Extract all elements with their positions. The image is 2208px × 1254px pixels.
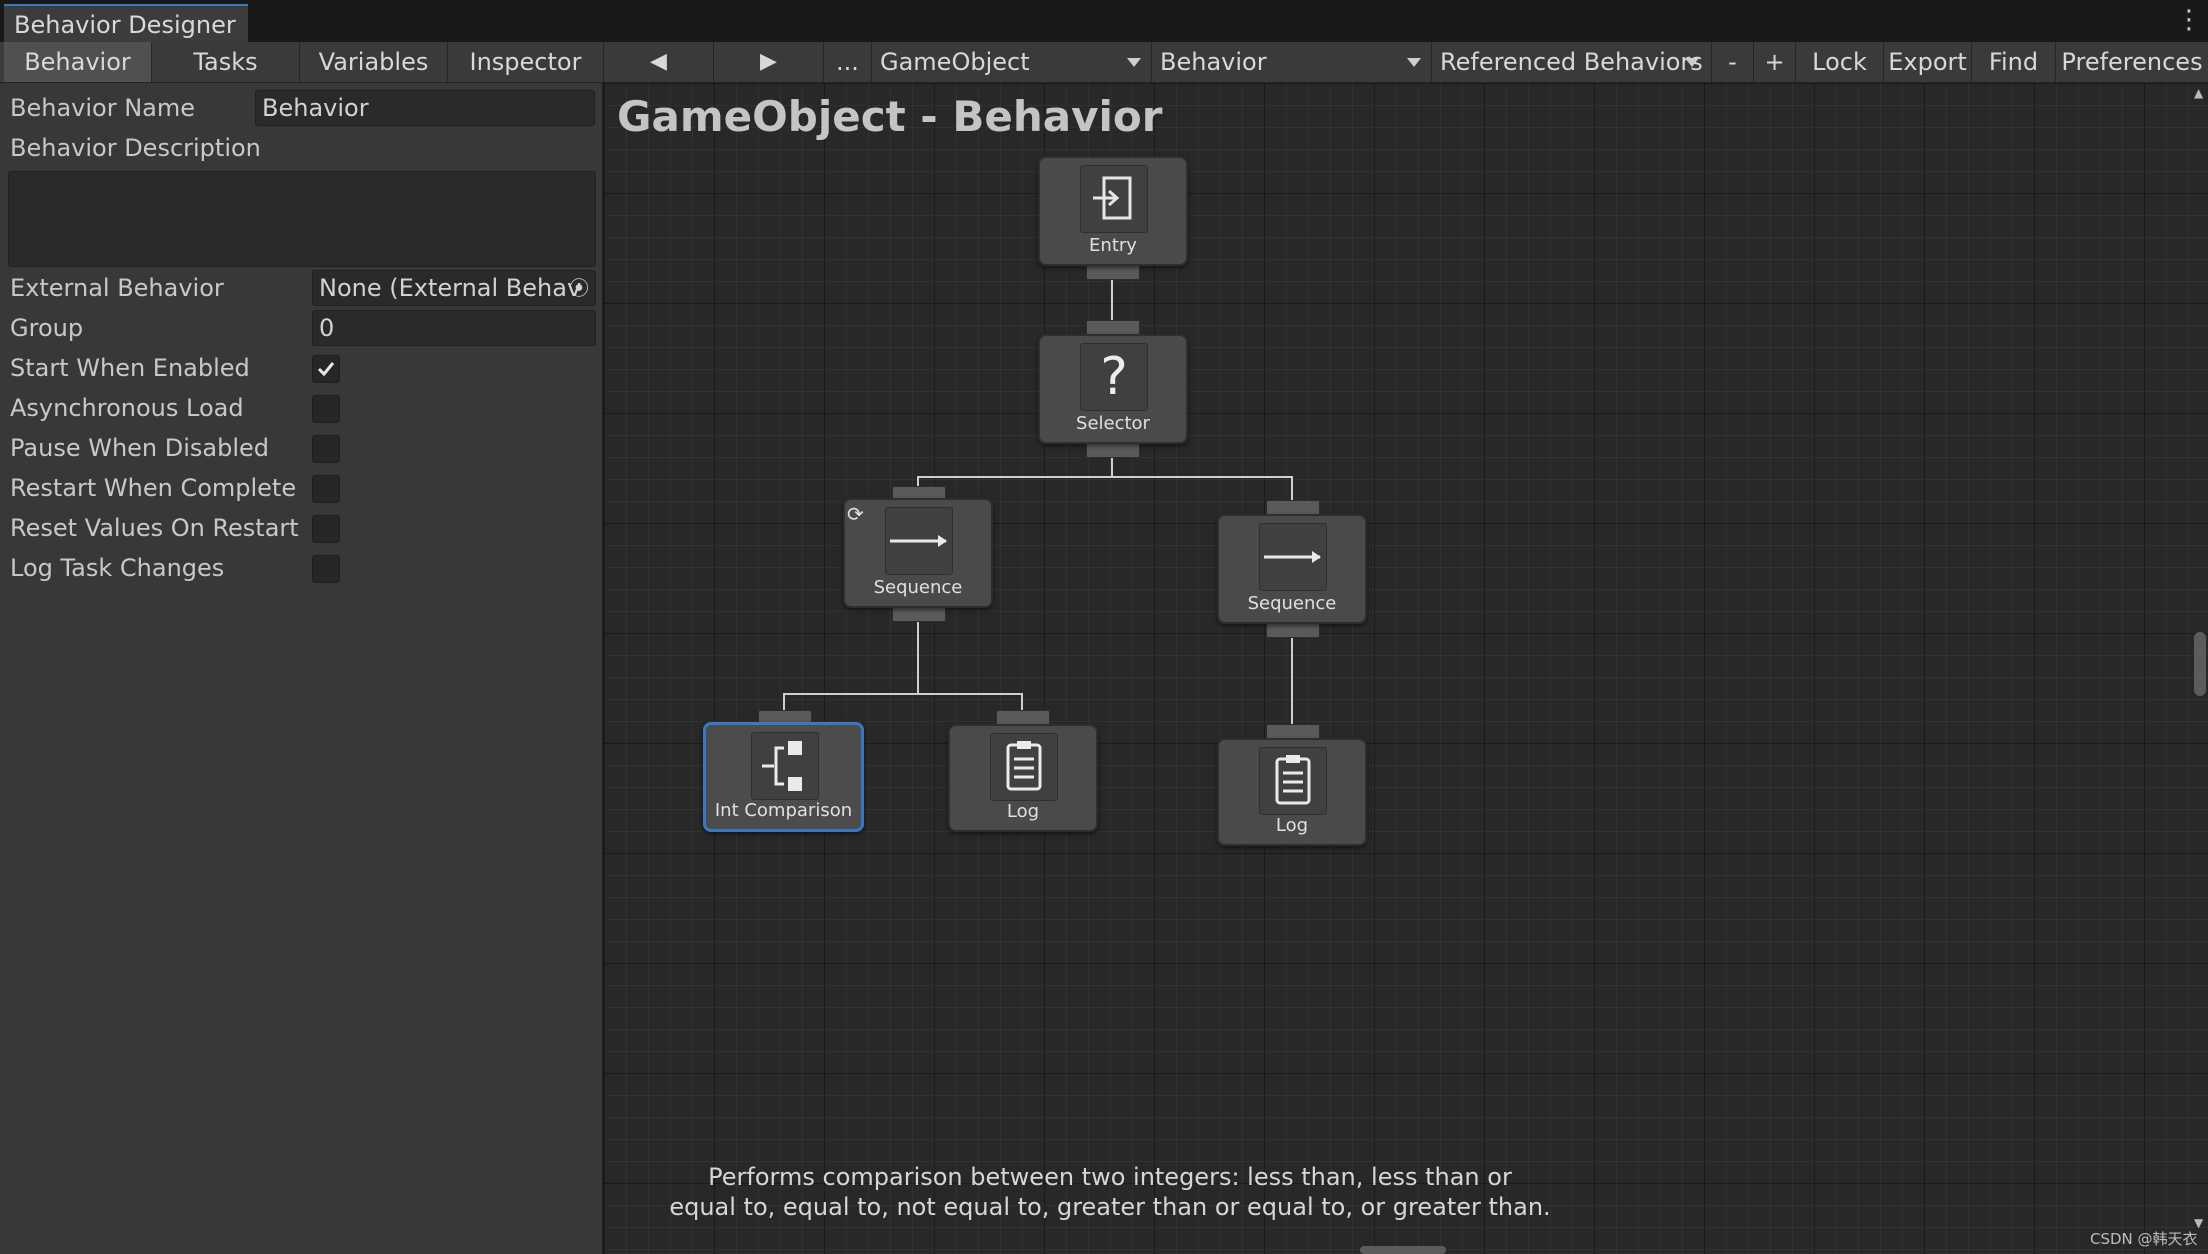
forward-button[interactable]: ▶: [714, 42, 824, 82]
tab-variables[interactable]: Variables: [300, 42, 448, 82]
behavior-name-label: Behavior Name: [10, 94, 196, 122]
log-right-node[interactable]: Log: [1217, 738, 1367, 846]
behavior-description-field[interactable]: [8, 171, 596, 267]
lock-button[interactable]: Lock: [1796, 42, 1884, 82]
reset-values-on-restart-checkbox[interactable]: [312, 515, 340, 543]
clipboard-icon: [990, 733, 1058, 801]
restart-when-complete-label: Restart When Complete: [10, 474, 297, 502]
connector-sequence-int-comparison: [783, 616, 919, 712]
start-when-enabled-checkbox[interactable]: [312, 355, 340, 383]
task-description: Performs comparison between two integers…: [610, 1162, 1610, 1222]
repeat-icon: ⟳: [847, 502, 864, 526]
graph-title: GameObject - Behavior: [617, 92, 1163, 141]
tab-tasks[interactable]: Tasks: [152, 42, 300, 82]
log-left-label: Log: [1006, 801, 1040, 822]
sequence-right-node[interactable]: Sequence: [1217, 514, 1367, 624]
scroll-down-icon[interactable]: ▼: [2194, 1216, 2204, 1230]
tab-inspector[interactable]: Inspector: [448, 42, 604, 82]
sequence-right-output-port[interactable]: [1266, 622, 1320, 638]
scroll-up-icon[interactable]: ▲: [2194, 86, 2204, 100]
behavior-name-field[interactable]: Behavior: [255, 90, 595, 126]
behavior-graph-canvas[interactable]: [604, 83, 2208, 1254]
clipboard-icon: [1259, 747, 1327, 815]
task-description-line-2: equal to, equal to, not equal to, greate…: [669, 1193, 1551, 1221]
question-icon: ?: [1080, 343, 1148, 411]
toolbar: Behavior Tasks Variables Inspector ◀ ▶ .…: [0, 42, 2208, 83]
pause-when-disabled-checkbox[interactable]: [312, 435, 340, 463]
group-label: Group: [10, 314, 84, 342]
connector-sequence-log-left: [918, 693, 1023, 712]
sequence-right-label: Sequence: [1247, 593, 1337, 614]
restart-when-complete-checkbox[interactable]: [312, 475, 340, 503]
checkmark-icon: [317, 362, 335, 377]
int-comparison-node[interactable]: Int Comparison: [703, 722, 864, 832]
start-when-enabled-label: Start When Enabled: [10, 354, 250, 382]
int-comparison-label: Int Comparison: [714, 800, 853, 821]
external-behavior-label: External Behavior: [10, 274, 224, 302]
arrow-right-icon: [885, 507, 953, 575]
entry-icon: [1080, 165, 1148, 233]
selector-node-label: Selector: [1076, 413, 1150, 434]
log-task-changes-label: Log Task Changes: [10, 554, 225, 582]
pause-when-disabled-label: Pause When Disabled: [10, 434, 270, 462]
horizontal-scrollbar-thumb[interactable]: [1360, 1246, 1446, 1254]
referenced-behaviors-label: Referenced Behaviors: [1440, 48, 1703, 76]
external-behavior-field[interactable]: None (External Behav ⦿: [312, 270, 596, 306]
selector-output-port[interactable]: [1086, 442, 1140, 458]
gameobject-dropdown[interactable]: GameObject: [872, 42, 1152, 82]
log-right-label: Log: [1275, 815, 1309, 836]
behavior-description-label: Behavior Description: [10, 134, 261, 162]
asynchronous-load-checkbox[interactable]: [312, 395, 340, 423]
window-tab[interactable]: Behavior Designer: [4, 4, 248, 42]
reset-values-on-restart-label: Reset Values On Restart: [10, 514, 299, 542]
log-left-node[interactable]: Log: [948, 724, 1098, 832]
entry-output-port[interactable]: [1086, 264, 1140, 280]
sequence-left-node[interactable]: ⟳ Sequence: [843, 498, 993, 608]
behavior-dropdown[interactable]: Behavior: [1152, 42, 1432, 82]
entry-node-label: Entry: [1089, 235, 1137, 256]
behavior-dropdown-label: Behavior: [1160, 48, 1267, 76]
preferences-button[interactable]: Preferences: [2056, 42, 2208, 82]
asynchronous-load-label: Asynchronous Load: [10, 394, 244, 422]
log-task-changes-checkbox[interactable]: [312, 555, 340, 583]
remove-behavior-button[interactable]: -: [1712, 42, 1754, 82]
vertical-scrollbar-thumb[interactable]: [2194, 632, 2206, 696]
sequence-left-output-port[interactable]: [892, 606, 946, 622]
gameobject-dropdown-label: GameObject: [880, 48, 1030, 76]
selector-node[interactable]: ? Selector: [1038, 334, 1188, 444]
external-behavior-value: None (External Behav: [319, 274, 582, 302]
task-description-line-1: Performs comparison between two integers…: [708, 1163, 1512, 1191]
behavior-inspector-panel: Behavior Name Behavior Behavior Descript…: [0, 83, 604, 1254]
watermark: CSDN @韩天衣: [2090, 1230, 2198, 1248]
connector-selector-sequence-left: [917, 452, 1113, 496]
tab-behavior[interactable]: Behavior: [4, 42, 152, 82]
group-field[interactable]: 0: [312, 310, 596, 346]
triangle-left-icon: ◀: [650, 49, 667, 74]
find-button[interactable]: Find: [1972, 42, 2056, 82]
back-button[interactable]: ◀: [604, 42, 714, 82]
more-button[interactable]: ...: [824, 42, 872, 82]
triangle-right-icon: ▶: [760, 49, 777, 74]
window-titlebar: [0, 0, 2208, 42]
chevron-down-icon: [1407, 58, 1421, 67]
arrow-right-icon: [1259, 523, 1327, 591]
export-button[interactable]: Export: [1884, 42, 1972, 82]
chevron-down-icon: [1127, 58, 1141, 67]
connector-selector-sequence-right: [1112, 476, 1293, 510]
entry-node[interactable]: Entry: [1038, 156, 1188, 266]
add-behavior-button[interactable]: +: [1754, 42, 1796, 82]
sequence-left-label: Sequence: [873, 577, 963, 598]
referenced-behaviors-dropdown[interactable]: Referenced Behaviors: [1432, 42, 1712, 82]
chevron-down-icon: [1685, 58, 1699, 67]
comparison-icon: [750, 732, 819, 800]
object-picker-icon[interactable]: ⦿: [569, 276, 589, 300]
